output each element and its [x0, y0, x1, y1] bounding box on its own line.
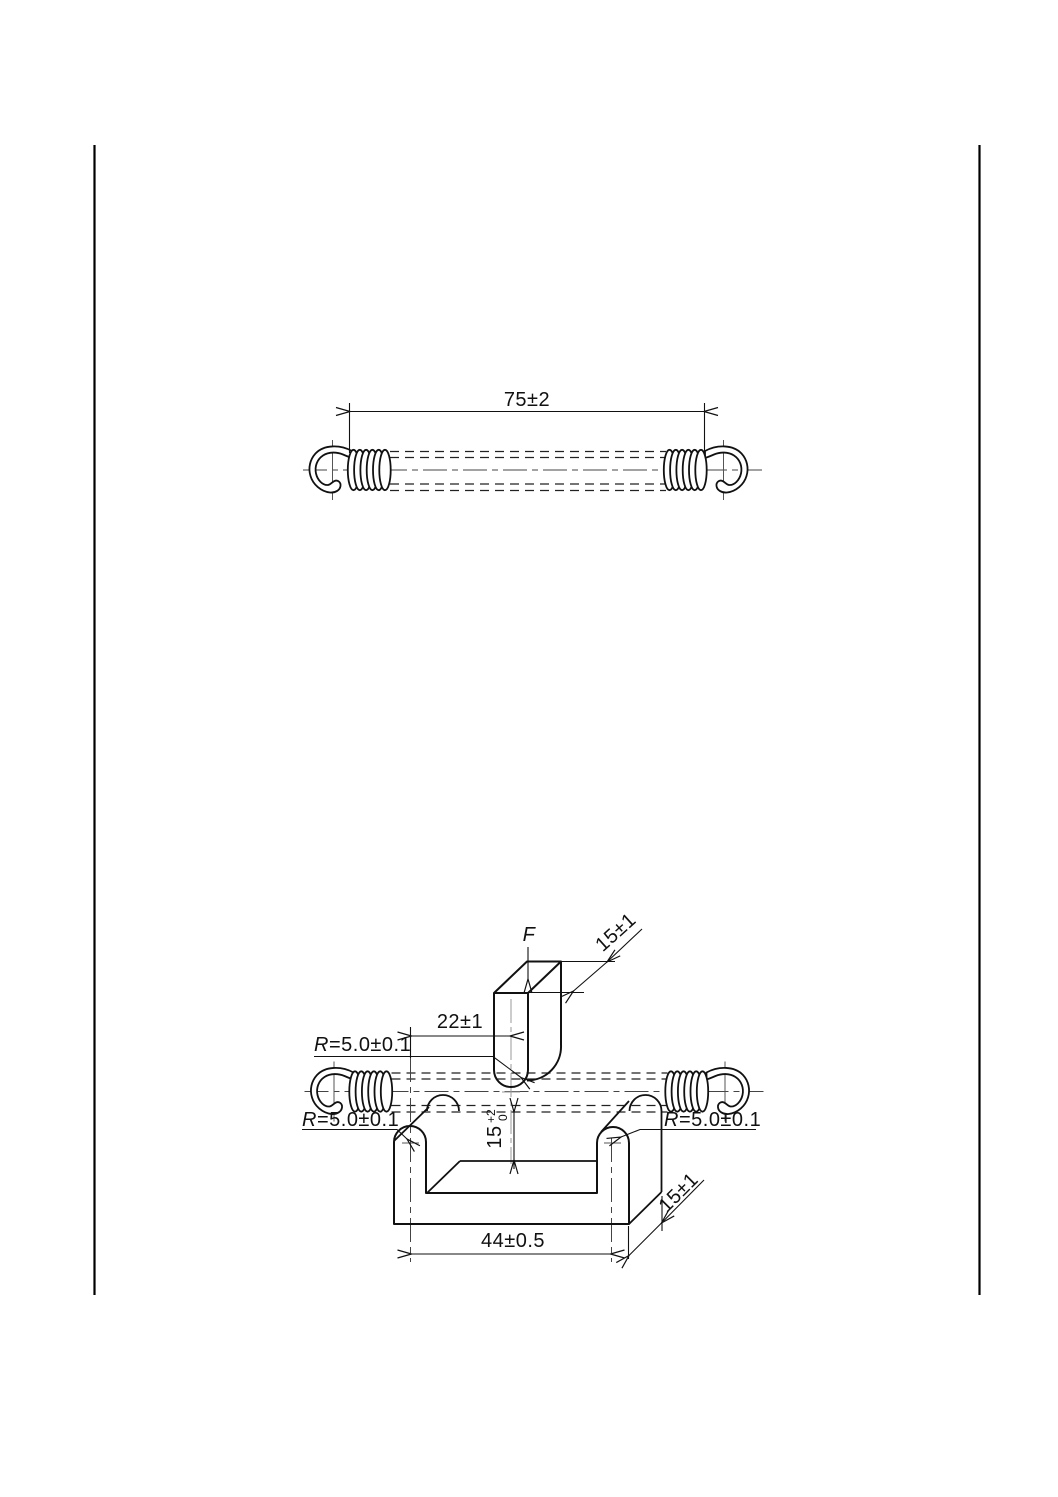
- radius-prefix: R: [314, 1034, 329, 1056]
- punch-front-face: [493, 992, 529, 1088]
- radius-prefix: R: [302, 1109, 317, 1131]
- punch: F: [493, 924, 563, 1088]
- label-left-support-radius: R=5.0±0.1: [302, 1109, 407, 1139]
- leader-line: [302, 1128, 407, 1140]
- dimension-line: [629, 1223, 662, 1256]
- left-support-radius-text: R=5.0±0.1: [302, 1109, 399, 1131]
- dim-span: 44±0.5: [412, 1230, 611, 1254]
- dimension-punch-depth: 15±1: [591, 909, 640, 956]
- dimension-gap-tol-lower: 0: [496, 1114, 510, 1121]
- label-right-support-radius: R=5.0±0.1: [621, 1109, 761, 1137]
- support-block-left-tangent-edge: [393, 1106, 430, 1142]
- dimension-line: [574, 962, 608, 991]
- support-block-right-tangent-edge: [600, 1100, 630, 1133]
- figure1-spring-free-length: 75±2: [302, 389, 763, 501]
- radius-value: =5.0±0.1: [679, 1109, 761, 1131]
- channel-floor-diagonal: [426, 1160, 461, 1194]
- force-label: F: [523, 924, 537, 946]
- punch-top-face: [493, 960, 562, 994]
- punch-radius-text: R=5.0±0.1: [314, 1034, 411, 1056]
- right-support-radius-text: R=5.0±0.1: [664, 1109, 761, 1131]
- support-block-bottom-rear-edge: [628, 1191, 663, 1225]
- support-block: [393, 1094, 663, 1225]
- support-block-back-right-ear: [628, 1094, 663, 1112]
- label-punch-radius: R=5.0±0.1: [314, 1034, 521, 1078]
- figure2-load-test: F 15±1 22±1 R=5.0±0.1 R=5.0±0: [302, 909, 765, 1262]
- support-block-front-face: [393, 1125, 630, 1225]
- radius-value: =5.0±0.1: [317, 1109, 399, 1131]
- radius-prefix: R: [664, 1109, 679, 1131]
- dim-channel-gap: 15 +2 0: [484, 1109, 514, 1169]
- dim-offset: 22±1: [412, 1011, 511, 1036]
- dimension-line-overrun: [606, 928, 643, 963]
- dimension-span: 44±0.5: [481, 1230, 545, 1252]
- support-block-back-left-ear: [426, 1094, 460, 1112]
- dimension-75: 75±2: [504, 389, 550, 411]
- dimension-gap-base: 15: [484, 1125, 506, 1148]
- leader-line: [621, 1128, 756, 1138]
- punch-side-face-edge: [526, 961, 563, 1082]
- extension-spring-drawing: [302, 439, 763, 501]
- dim-punch-depth: 15±1: [528, 909, 643, 993]
- dimension-gap-tol-upper: +2: [484, 1109, 498, 1123]
- radius-value: =5.0±0.1: [329, 1034, 411, 1056]
- leader-line: [314, 1055, 521, 1078]
- dimension-offset: 22±1: [437, 1011, 483, 1033]
- dimension-line-overrun: [661, 1179, 705, 1224]
